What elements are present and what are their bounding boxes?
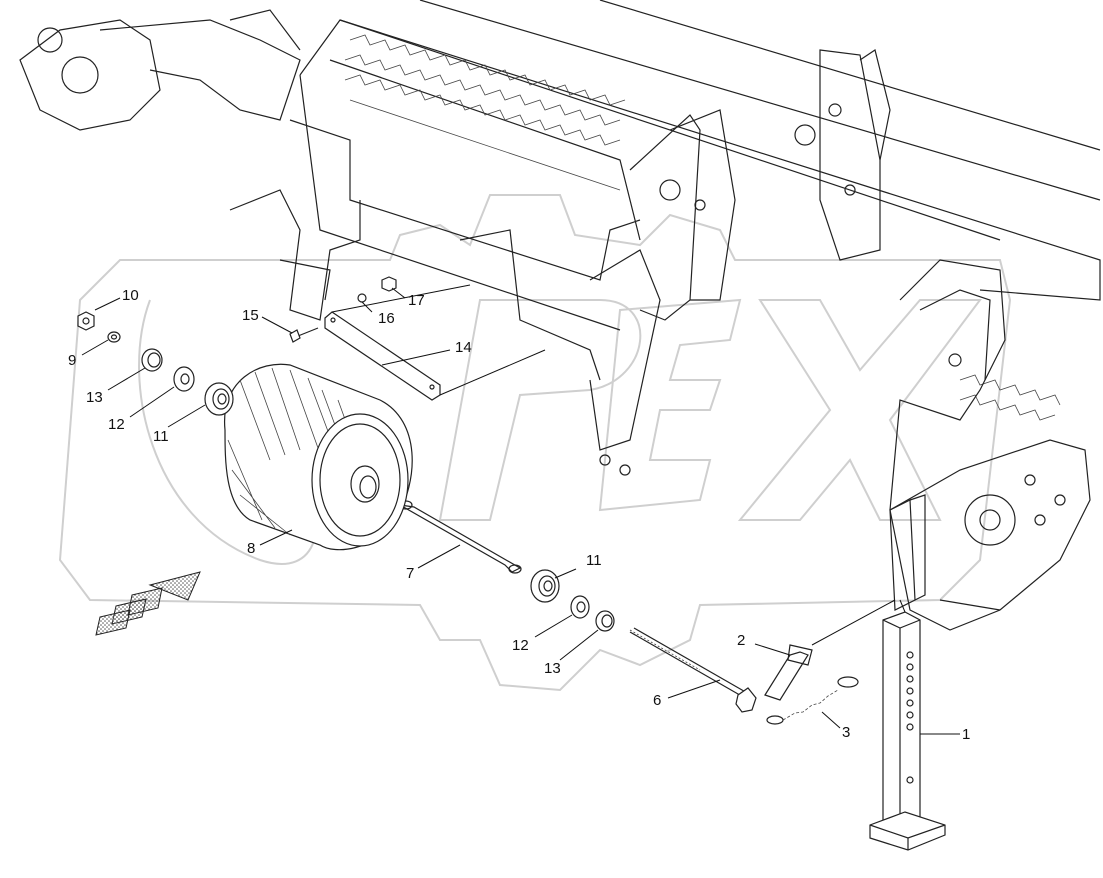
callout-9: 9 xyxy=(68,352,76,369)
callout-1: 1 xyxy=(962,726,970,743)
tine-row xyxy=(344,34,1061,421)
spacer-ring-right xyxy=(595,610,615,632)
callout-2: 2 xyxy=(737,632,745,649)
callout-17: 17 xyxy=(408,292,425,309)
callout-11-left: 11 xyxy=(153,428,169,445)
bearing-right xyxy=(530,569,560,603)
callout-12-left: 12 xyxy=(108,416,125,433)
callout-16: 16 xyxy=(378,310,395,327)
small-washer xyxy=(107,331,121,343)
callout-6: 6 xyxy=(653,692,661,709)
linch-pin-chain xyxy=(766,676,859,725)
callout-10: 10 xyxy=(122,287,139,304)
washer-left xyxy=(173,366,195,392)
plate-nut xyxy=(381,276,397,292)
spacer-ring-left xyxy=(141,348,163,372)
plate-bolt xyxy=(289,327,319,343)
mounting-plate xyxy=(324,284,546,401)
axle-tube xyxy=(399,500,522,574)
washer-right xyxy=(570,595,590,619)
axle-bolt xyxy=(629,627,757,713)
locking-pin xyxy=(764,599,896,701)
callout-labels: 1 2 3 6 7 8 9 10 11 11 12 12 13 13 14 15… xyxy=(68,287,970,743)
callout-13-left: 13 xyxy=(86,389,103,406)
callout-11-right: 11 xyxy=(586,552,602,569)
callout-12-right: 12 xyxy=(512,637,529,654)
callout-15: 15 xyxy=(242,307,259,324)
parking-stand xyxy=(869,599,946,851)
plate-washer xyxy=(357,293,367,303)
callout-3: 3 xyxy=(842,724,850,741)
callout-13-right: 13 xyxy=(544,660,561,677)
hex-nut xyxy=(77,311,95,331)
callout-14: 14 xyxy=(455,339,472,356)
callout-8: 8 xyxy=(247,540,255,557)
watermark-logo xyxy=(58,194,1012,692)
leader-lines xyxy=(81,287,960,735)
direction-arrow xyxy=(95,571,201,636)
callout-7: 7 xyxy=(406,565,414,582)
bearing-left xyxy=(204,382,234,416)
wheel-tyre xyxy=(224,363,413,551)
machine-frame xyxy=(19,0,1101,631)
